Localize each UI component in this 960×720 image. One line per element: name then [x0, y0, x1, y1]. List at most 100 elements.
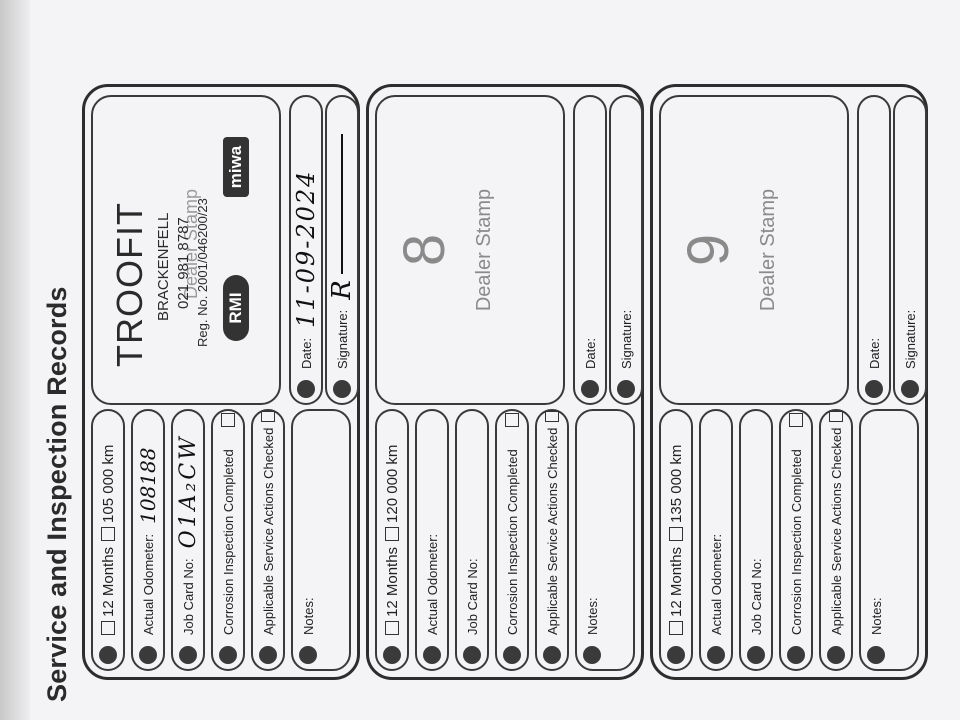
checkbox-actions[interactable] [829, 411, 843, 422]
signature-row: Signature: [609, 95, 643, 405]
notes-label: Notes: [301, 597, 316, 635]
bullet-icon [299, 646, 317, 664]
stamp-phone: 021 981 8787 [175, 217, 192, 309]
bullet-icon [503, 646, 521, 664]
checkbox-corrosion[interactable] [505, 413, 519, 428]
corrosion-row: Corrosion Inspection Completed [779, 409, 813, 671]
bullet-icon [617, 380, 635, 398]
job-card-label: Job Card No: [180, 558, 196, 635]
job-card-label: Job Card No: [464, 558, 480, 635]
job-card-row: Job Card No: O1A₂CW [171, 409, 205, 671]
bullet-icon [383, 646, 401, 664]
bullet-icon [787, 646, 805, 664]
notes-label: Notes: [585, 597, 600, 635]
checkbox-km[interactable] [101, 526, 115, 541]
service-record-8: 12 Months 120 000 km Actual Odometer: Jo… [366, 84, 644, 680]
odometer-row: Actual Odometer: 108188 [131, 409, 165, 671]
bullet-icon [747, 646, 765, 664]
service-record-7: 12 Months 105 000 km Actual Odometer: 10… [82, 84, 360, 680]
bullet-icon [139, 646, 157, 664]
signature-label: Signature: [334, 309, 350, 369]
bullet-icon [901, 380, 919, 398]
dealer-stamp-box: Dealer Stamp TROOFIT BRACKENFELL 021 981… [91, 95, 281, 405]
bullet-icon [827, 646, 845, 664]
notes-row: Notes: [291, 409, 351, 671]
actions-label: Applicable Service Actions Checked [544, 427, 560, 635]
bullet-icon [867, 646, 885, 664]
odometer-label: Actual Odometer: [708, 533, 724, 635]
corrosion-row: Corrosion Inspection Completed [211, 409, 245, 671]
bullet-icon [707, 646, 725, 664]
job-card-label: Job Card No: [748, 558, 764, 635]
bullet-icon [333, 380, 351, 398]
checkbox-12-months[interactable] [101, 621, 115, 635]
signature-label: Signature: [902, 309, 918, 369]
dealer-stamp-label: Dealer Stamp [757, 188, 779, 312]
checkbox-12-months[interactable] [669, 621, 683, 635]
notes-row: Notes: [575, 409, 635, 671]
date-label: Date: [298, 337, 314, 369]
job-card-row: Job Card No: [455, 409, 489, 671]
bullet-icon [297, 380, 315, 398]
km-label: 120 000 km [383, 444, 401, 523]
date-row: Date: 11-09-2024 [289, 95, 323, 405]
signature-row: Signature: [893, 95, 927, 405]
stamp-business-name: TROOFIT [109, 202, 150, 367]
checkbox-corrosion[interactable] [789, 413, 803, 428]
odometer-value: 108188 [136, 447, 160, 524]
dealer-stamp-box: 8 Dealer Stamp [375, 95, 565, 405]
bullet-icon [99, 646, 117, 664]
interval-row: 12 Months 105 000 km [91, 409, 125, 671]
actions-row: Applicable Service Actions Checked [251, 409, 285, 671]
bullet-icon [865, 380, 883, 398]
bullet-icon [581, 380, 599, 398]
actions-label: Applicable Service Actions Checked [828, 427, 844, 635]
signature-row: Signature: R [325, 95, 359, 405]
checkbox-corrosion[interactable] [221, 413, 235, 428]
checkbox-actions[interactable] [261, 411, 275, 422]
months-label: 12 Months [667, 546, 685, 617]
actions-row: Applicable Service Actions Checked [535, 409, 569, 671]
months-label: 12 Months [99, 546, 117, 617]
miwa-logo: miwa [223, 137, 249, 197]
bullet-icon [219, 646, 237, 664]
dealer-stamp-box: 9 Dealer Stamp [659, 95, 849, 405]
date-row: Date: [573, 95, 607, 405]
checkbox-km[interactable] [385, 526, 399, 541]
page-shadow [0, 0, 30, 720]
job-card-value: O1A₂CW [175, 434, 201, 549]
checkbox-km[interactable] [669, 526, 683, 541]
notes-row: Notes: [859, 409, 919, 671]
odometer-label: Actual Odometer: [140, 533, 156, 635]
signature-value: R [327, 280, 357, 300]
interval-row: 12 Months 120 000 km [375, 409, 409, 671]
km-label: 105 000 km [99, 444, 117, 523]
signature-label: Signature: [618, 309, 634, 369]
actions-label: Applicable Service Actions Checked [260, 427, 276, 635]
bullet-icon [179, 646, 197, 664]
checkbox-12-months[interactable] [385, 621, 399, 635]
bullet-icon [583, 646, 601, 664]
service-record-9: 12 Months 135 000 km Actual Odometer: Jo… [650, 84, 928, 680]
bullet-icon [543, 646, 561, 664]
actions-row: Applicable Service Actions Checked [819, 409, 853, 671]
dealer-stamp: TROOFIT BRACKENFELL 021 981 8787 Reg. No… [103, 103, 273, 393]
odometer-row: Actual Odometer: [415, 409, 449, 671]
date-label: Date: [866, 337, 882, 369]
checkbox-actions[interactable] [545, 411, 559, 422]
corrosion-label: Corrosion Inspection Completed [788, 449, 804, 635]
rmi-logo: RMI [223, 275, 249, 341]
page-title: Service and Inspection Records [42, 286, 72, 702]
odometer-row: Actual Odometer: [699, 409, 733, 671]
bullet-icon [463, 646, 481, 664]
date-label: Date: [582, 337, 598, 369]
record-number: 8 [392, 233, 457, 267]
job-card-row: Job Card No: [739, 409, 773, 671]
odometer-label: Actual Odometer: [424, 533, 440, 635]
corrosion-label: Corrosion Inspection Completed [504, 449, 520, 635]
bullet-icon [259, 646, 277, 664]
stamp-reg-number: Reg. No. 2001/046200/23 [195, 198, 210, 347]
dealer-stamp-label: Dealer Stamp [473, 188, 495, 312]
